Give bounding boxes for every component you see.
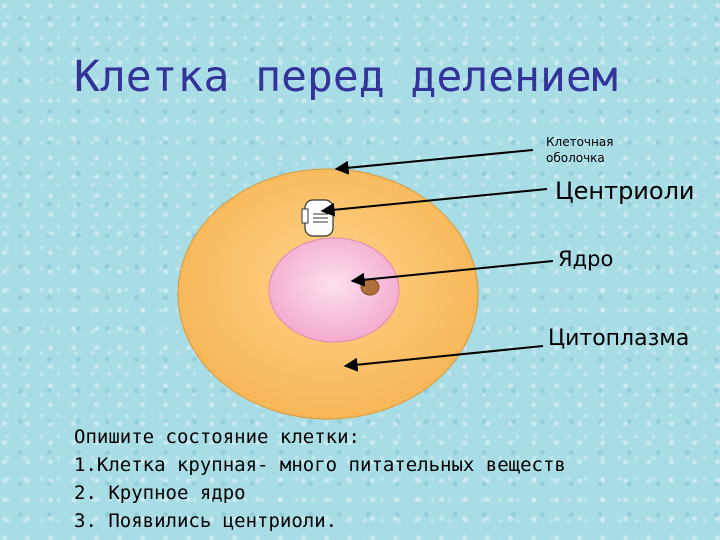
arrow-cytoplasm bbox=[343, 345, 544, 372]
question-block: Опишите состояние клетки: 1.Клетка крупн… bbox=[74, 423, 566, 535]
question-heading: Опишите состояние клетки: bbox=[74, 426, 360, 448]
label-cytoplasm: Цитоплазма bbox=[548, 326, 690, 351]
label-centrioles: Центриоли bbox=[555, 177, 695, 205]
answer-item: 1.Клетка крупная- много питательных веще… bbox=[74, 454, 566, 476]
label-nucleus: Ядро bbox=[558, 247, 614, 271]
label-cell-membrane-line2: оболочка bbox=[546, 151, 605, 165]
label-cell-membrane: Клеточная оболочка bbox=[546, 134, 613, 166]
centrioles-icon bbox=[301, 199, 334, 237]
nucleus-ellipse bbox=[268, 237, 400, 343]
arrow-centrioles bbox=[320, 188, 548, 217]
arrow-nucleus bbox=[350, 260, 554, 287]
answer-item: 2. Крупное ядро bbox=[74, 482, 246, 504]
slide-title: Клетка перед делением bbox=[74, 52, 618, 102]
arrow-membrane bbox=[334, 149, 534, 175]
answer-item: 3. Появились центриоли. bbox=[74, 510, 338, 532]
nucleolus bbox=[360, 278, 380, 296]
label-cell-membrane-line1: Клеточная bbox=[546, 135, 614, 149]
